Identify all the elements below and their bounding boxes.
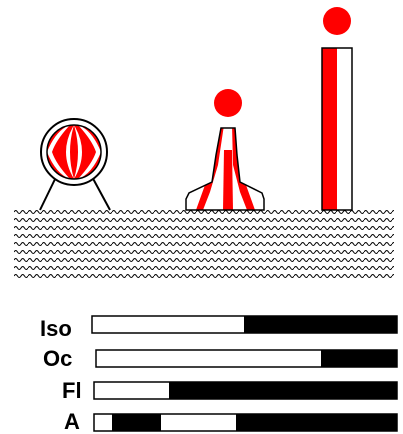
rhythm-row-a: A <box>64 409 398 434</box>
rhythm-dark-segment <box>321 350 397 367</box>
rhythm-dark-segment <box>244 316 397 333</box>
rhythm-row-iso: Iso <box>40 315 398 341</box>
spar-topmark-sphere <box>323 7 351 35</box>
pillar-buoy <box>185 89 265 211</box>
spherical-buoy <box>39 118 111 211</box>
rhythm-row-fl: Fl <box>62 378 398 403</box>
rhythm-dark-segment <box>169 382 397 399</box>
rhythm-dark-segment <box>236 414 397 431</box>
rhythm-row-oc: Oc <box>43 346 398 371</box>
rhythm-label: Oc <box>43 346 72 371</box>
rhythm-label: Fl <box>62 378 82 403</box>
pillar-outline <box>185 127 265 211</box>
light-rhythm-legend: Iso Oc Fl A <box>40 315 398 434</box>
buoy-inner-ring <box>46 124 102 180</box>
sea-surface <box>14 208 394 282</box>
pillar-topmark-sphere <box>214 89 242 117</box>
rhythm-dark-segment <box>112 414 161 431</box>
spar-buoy <box>321 7 353 211</box>
spar-outline <box>321 47 353 211</box>
rhythm-label: Iso <box>40 316 72 341</box>
rhythm-label: A <box>64 409 80 434</box>
